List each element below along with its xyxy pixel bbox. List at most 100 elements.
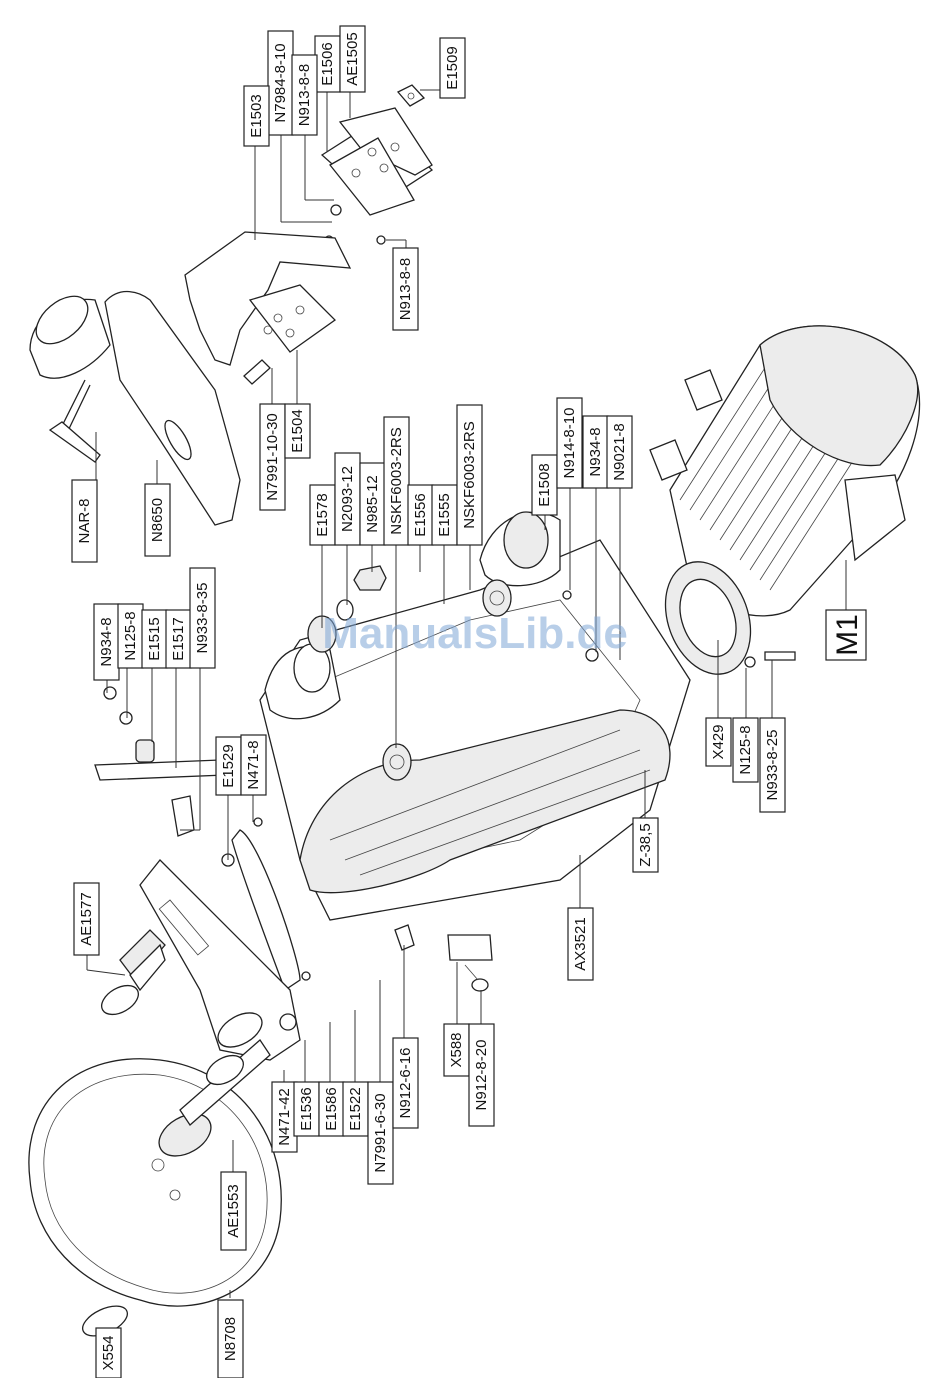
svg-text:M1: M1 [831, 614, 864, 656]
bearing-set [307, 565, 599, 781]
label-e1509: E1509 [439, 37, 466, 99]
label-e1508: E1508 [531, 454, 558, 516]
svg-text:X554: X554 [100, 1335, 117, 1370]
bracket-plate-assembly [320, 84, 434, 245]
label-e1529: E1529 [215, 736, 242, 796]
label-z-38-5: Z-38,5 [632, 817, 659, 873]
svg-text:N913-8-8: N913-8-8 [397, 258, 414, 321]
part-labels: N7984-8-10 E1506 AE1505 E1509 E1503 N913… [71, 25, 867, 1378]
svg-text:N8708: N8708 [222, 1317, 239, 1361]
svg-text:E1529: E1529 [220, 744, 237, 787]
svg-text:N471-8: N471-8 [245, 740, 262, 789]
svg-text:N934-8: N934-8 [98, 617, 115, 666]
label-n912-8-20: N912-8-20 [468, 1023, 495, 1127]
svg-text:E1555: E1555 [436, 493, 453, 536]
svg-text:N933-8-35: N933-8-35 [194, 583, 211, 654]
label-nskf6003-2rs-b: NSKF6003-2RS [456, 404, 483, 546]
svg-text:N912-8-20: N912-8-20 [473, 1040, 490, 1111]
svg-text:N914-8-10: N914-8-10 [561, 408, 578, 479]
label-nar-8: NAR-8 [71, 479, 98, 563]
svg-text:NSKF6003-2RS: NSKF6003-2RS [461, 421, 478, 529]
svg-text:E1508: E1508 [536, 463, 553, 506]
tensioner-parts [94, 686, 301, 991]
label-e1503: E1503 [243, 85, 270, 147]
svg-text:N9021-8: N9021-8 [611, 423, 628, 481]
label-ae1505: AE1505 [339, 25, 366, 93]
svg-text:AX3521: AX3521 [572, 917, 589, 970]
svg-text:Z-38,5: Z-38,5 [637, 823, 654, 866]
label-n933-8-35: N933-8-35 [189, 567, 216, 669]
label-n2093-12: N2093-12 [334, 452, 361, 546]
svg-text:E1556: E1556 [412, 493, 429, 536]
label-m1: M1 [825, 609, 867, 661]
motor [649, 325, 921, 675]
svg-text:N125-8: N125-8 [737, 725, 754, 774]
label-x554: X554 [95, 1327, 122, 1378]
label-e1517: E1517 [165, 609, 192, 669]
svg-text:N913-8-8: N913-8-8 [296, 64, 313, 127]
label-n933-8-25: N933-8-25 [759, 717, 786, 813]
svg-text:N985-12: N985-12 [364, 475, 381, 533]
label-e1504: E1504 [284, 403, 311, 459]
label-e1586: E1586 [318, 1081, 345, 1137]
svg-text:E1586: E1586 [323, 1087, 340, 1130]
label-n8650: N8650 [144, 483, 171, 557]
watermark: ManualsLib.de [322, 609, 628, 658]
svg-text:N933-8-25: N933-8-25 [764, 730, 781, 801]
svg-text:N8650: N8650 [149, 498, 166, 542]
label-e1556: E1556 [407, 484, 434, 546]
label-x429: X429 [705, 717, 732, 767]
label-n985-12: N985-12 [359, 462, 386, 546]
svg-text:N7991-6-30: N7991-6-30 [372, 1093, 389, 1172]
svg-text:E1503: E1503 [248, 94, 265, 137]
svg-text:N7991-10-30: N7991-10-30 [264, 413, 281, 501]
svg-text:E1515: E1515 [146, 617, 163, 660]
svg-text:NSKF6003-2RS: NSKF6003-2RS [388, 427, 405, 535]
arbor-plate [101, 859, 311, 1061]
svg-text:E1504: E1504 [289, 409, 306, 452]
label-e1578: E1578 [309, 484, 336, 546]
label-e1536: E1536 [293, 1081, 320, 1137]
label-n8708: N8708 [217, 1299, 244, 1378]
label-n125-8-right: N125-8 [732, 717, 759, 783]
label-x588: X588 [443, 1023, 470, 1077]
label-ae1577: AE1577 [73, 882, 100, 956]
label-n7984-8-10: N7984-8-10 [267, 30, 294, 136]
svg-text:AE1577: AE1577 [78, 892, 95, 945]
svg-text:E1506: E1506 [319, 42, 336, 85]
label-e1555: E1555 [431, 484, 458, 546]
main-frame [259, 511, 691, 921]
svg-text:NAR-8: NAR-8 [76, 498, 93, 543]
svg-text:N912-6-16: N912-6-16 [397, 1048, 414, 1119]
svg-text:E1536: E1536 [298, 1087, 315, 1130]
label-ae1553: AE1553 [220, 1171, 247, 1251]
label-n9021-8: N9021-8 [606, 415, 633, 489]
svg-text:N7984-8-10: N7984-8-10 [272, 43, 289, 122]
svg-text:X588: X588 [448, 1032, 465, 1067]
label-nskf6003-2rs-a: NSKF6003-2RS [383, 416, 410, 546]
label-e1522: E1522 [342, 1081, 369, 1137]
svg-text:X429: X429 [710, 724, 727, 759]
svg-text:E1517: E1517 [170, 617, 187, 660]
label-n471-42: N471-42 [271, 1081, 298, 1153]
svg-text:AE1505: AE1505 [344, 32, 361, 85]
leader-lines [86, 89, 847, 1298]
label-n913-8-8-top: N913-8-8 [291, 54, 318, 136]
svg-text:N934-8: N934-8 [587, 427, 604, 476]
svg-text:E1522: E1522 [347, 1087, 364, 1130]
label-n7991-10-30: N7991-10-30 [259, 403, 286, 511]
label-n914-8-10: N914-8-10 [556, 397, 583, 489]
label-e1515: E1515 [141, 609, 168, 669]
label-n934-8-right: N934-8 [582, 415, 609, 489]
svg-text:E1509: E1509 [444, 46, 461, 89]
label-e1506: E1506 [314, 35, 341, 93]
label-n125-8-left: N125-8 [117, 603, 144, 669]
svg-text:AE1553: AE1553 [225, 1184, 242, 1237]
svg-text:E1578: E1578 [314, 493, 331, 536]
label-n934-8-left: N934-8 [93, 603, 120, 681]
label-n471-8: N471-8 [240, 734, 267, 796]
saw-blade [28, 1012, 282, 1337]
lower-screws [394, 924, 493, 992]
label-n913-8-8-right: N913-8-8 [392, 247, 419, 331]
